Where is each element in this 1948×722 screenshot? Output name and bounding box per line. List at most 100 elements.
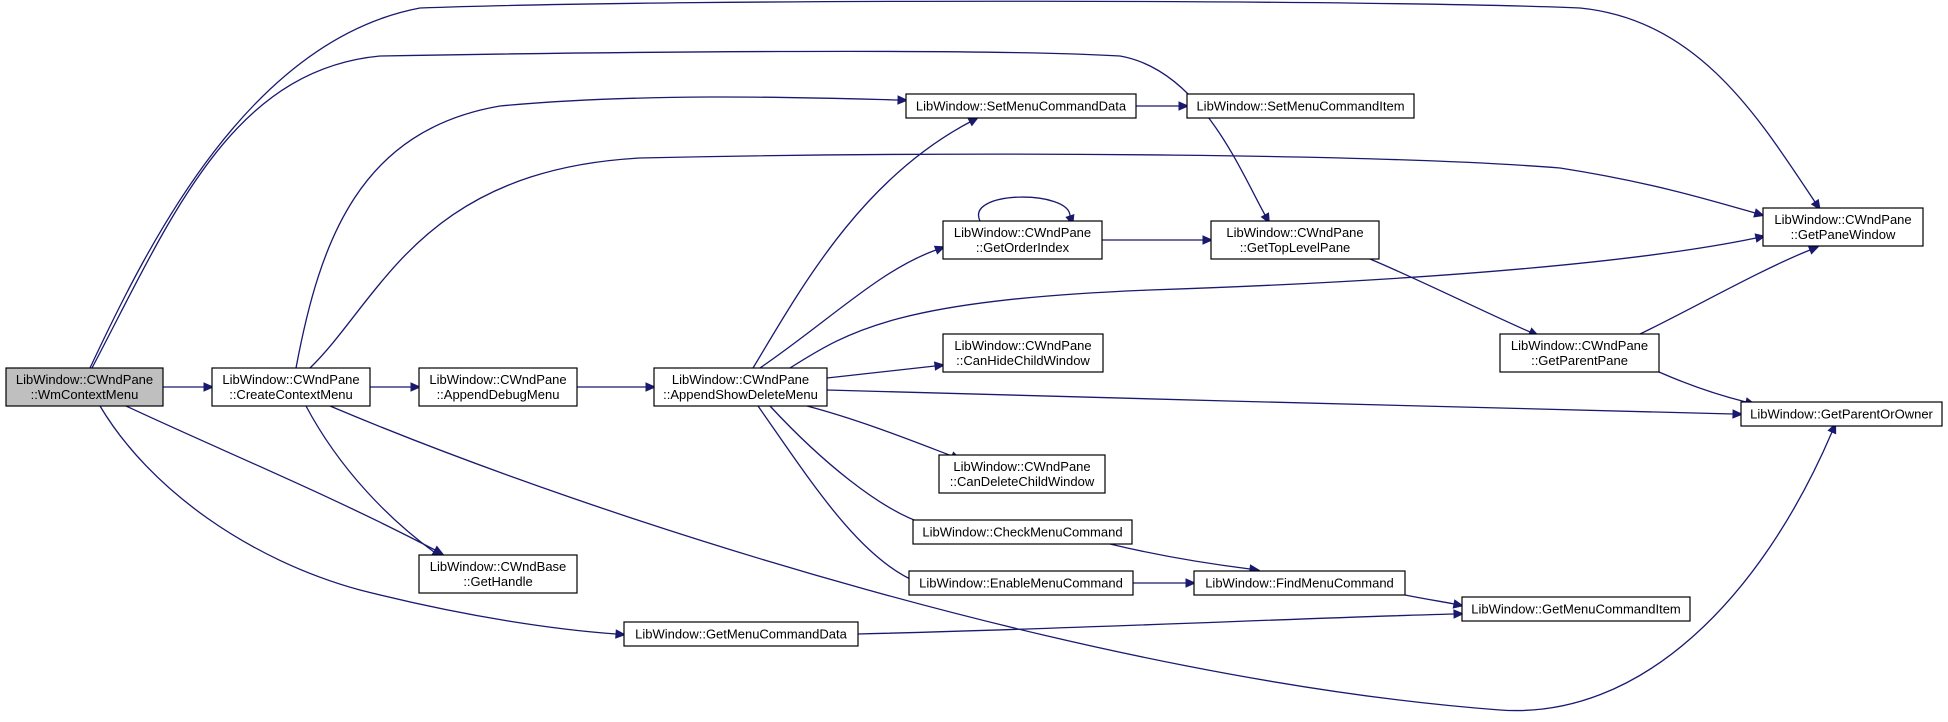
node-box bbox=[1762, 207, 1924, 247]
edge-n1-n17 bbox=[305, 405, 435, 553]
edge-n9-n10 bbox=[1658, 371, 1747, 403]
node-box bbox=[942, 220, 1103, 260]
edge-n1-n8 bbox=[309, 153, 1756, 369]
graph-node-n11[interactable]: LibWindow::CWndPane::CanHideChildWindow bbox=[942, 333, 1104, 373]
edge-n0-n17 bbox=[125, 405, 436, 551]
node-label-line: LibWindow::GetMenuCommandData bbox=[635, 627, 847, 642]
node-label-line: LibWindow::CWndPane bbox=[1511, 338, 1648, 353]
edge-n3-n14 bbox=[757, 405, 920, 584]
node-label-line: LibWindow::CWndPane bbox=[954, 338, 1091, 353]
graph-node-n8[interactable]: LibWindow::CWndPane::GetPaneWindow bbox=[1762, 207, 1924, 247]
node-box bbox=[908, 570, 1134, 596]
arrowhead-n1-n8 bbox=[1753, 208, 1765, 218]
graph-node-n6[interactable]: LibWindow::CWndPane::GetOrderIndex bbox=[942, 220, 1103, 260]
arrowhead-n2-n3 bbox=[645, 382, 657, 392]
arrowhead-n0-n18 bbox=[615, 629, 627, 639]
edge-n3-n6 bbox=[759, 249, 937, 369]
graph-node-n13[interactable]: LibWindow::CheckMenuCommand bbox=[912, 519, 1133, 545]
edge-n1-n4 bbox=[295, 96, 899, 369]
arrowhead-n1-n2 bbox=[410, 382, 422, 392]
arrowhead-n1-n4 bbox=[897, 95, 909, 105]
graph-node-n0[interactable]: LibWindow::CWndPane::WmContextMenu bbox=[5, 367, 164, 407]
node-label-line: LibWindow::CWndPane bbox=[429, 372, 566, 387]
node-box bbox=[942, 333, 1104, 373]
arrowhead-n4-n5 bbox=[1178, 101, 1190, 111]
node-label-line: LibWindow::CWndPane bbox=[222, 372, 359, 387]
arrowhead-n15-n16 bbox=[1452, 599, 1465, 609]
edge-n3-n4 bbox=[752, 121, 971, 369]
arrowhead-n0-n8 bbox=[1810, 198, 1821, 211]
graph-node-n7[interactable]: LibWindow::CWndPane::GetTopLevelPane bbox=[1210, 220, 1380, 260]
edge-n9-n8 bbox=[1639, 249, 1811, 335]
node-label-line: ::AppendDebugMenu bbox=[437, 387, 560, 402]
arrowhead-n9-n8 bbox=[1807, 245, 1820, 255]
graph-node-n9[interactable]: LibWindow::CWndPane::GetParentPane bbox=[1499, 333, 1660, 373]
edge-n3-n13 bbox=[769, 405, 926, 525]
node-box bbox=[905, 93, 1137, 119]
node-label-line: LibWindow::CWndPane bbox=[16, 372, 153, 387]
graph-node-n16[interactable]: LibWindow::GetMenuCommandItem bbox=[1461, 596, 1691, 622]
node-label-line: LibWindow::SetMenuCommandItem bbox=[1196, 99, 1404, 114]
node-label-line: ::WmContextMenu bbox=[31, 387, 139, 402]
node-box bbox=[1740, 401, 1943, 427]
graph-node-n3[interactable]: LibWindow::CWndPane::AppendShowDeleteMen… bbox=[653, 367, 828, 407]
arrowhead-n3-n4 bbox=[967, 117, 980, 127]
node-label-line: LibWindow::EnableMenuCommand bbox=[919, 576, 1123, 591]
node-label-line: ::GetPaneWindow bbox=[1791, 227, 1896, 242]
edge-n3-n11 bbox=[826, 365, 936, 379]
edge-n0-n7 bbox=[91, 50, 1266, 369]
node-label-line: LibWindow::SetMenuCommandData bbox=[916, 99, 1127, 114]
node-label-line: ::GetHandle bbox=[463, 574, 532, 589]
node-label-line: LibWindow::CheckMenuCommand bbox=[922, 525, 1122, 540]
node-box bbox=[418, 367, 578, 407]
edge-n1-n10 bbox=[329, 405, 1833, 712]
graph-node-n15[interactable]: LibWindow::FindMenuCommand bbox=[1193, 570, 1406, 596]
node-box bbox=[211, 367, 371, 407]
graph-node-n2[interactable]: LibWindow::CWndPane::AppendDebugMenu bbox=[418, 367, 578, 407]
arrowhead-n3-n6 bbox=[933, 245, 946, 255]
node-label-line: LibWindow::GetParentOrOwner bbox=[1750, 407, 1933, 422]
graph-node-n1[interactable]: LibWindow::CWndPane::CreateContextMenu bbox=[211, 367, 371, 407]
node-label-line: LibWindow::CWndPane bbox=[1774, 212, 1911, 227]
node-label-line: ::GetOrderIndex bbox=[976, 240, 1070, 255]
node-label-line: ::GetTopLevelPane bbox=[1240, 240, 1351, 255]
edge-n3-n8 bbox=[789, 237, 1757, 369]
node-box bbox=[623, 621, 859, 647]
node-label-line: ::CanHideChildWindow bbox=[956, 353, 1090, 368]
graph-node-n10[interactable]: LibWindow::GetParentOrOwner bbox=[1740, 401, 1943, 427]
node-box bbox=[1193, 570, 1406, 596]
node-label-line: ::CreateContextMenu bbox=[229, 387, 353, 402]
graph-node-n18[interactable]: LibWindow::GetMenuCommandData bbox=[623, 621, 859, 647]
arrowhead-n0-n1 bbox=[203, 382, 215, 392]
edge-n3-n12 bbox=[806, 405, 953, 457]
graph-node-n5[interactable]: LibWindow::SetMenuCommandItem bbox=[1186, 93, 1415, 119]
node-box bbox=[1499, 333, 1660, 373]
edge-n13-n15 bbox=[1109, 543, 1251, 570]
node-label-line: LibWindow::CWndPane bbox=[953, 459, 1090, 474]
node-label-line: LibWindow::CWndPane bbox=[1226, 225, 1363, 240]
node-label-line: ::AppendShowDeleteMenu bbox=[663, 387, 818, 402]
edge-n15-n16 bbox=[1404, 594, 1455, 605]
edge-n6-n6 bbox=[977, 196, 1071, 222]
arrowhead-n3-n10 bbox=[1732, 409, 1744, 419]
node-label-line: LibWindow::CWndPane bbox=[672, 372, 809, 387]
edge-n0-n8 bbox=[89, 0, 1816, 369]
edge-n7-n9 bbox=[1369, 258, 1531, 333]
graph-node-n17[interactable]: LibWindow::CWndBase::GetHandle bbox=[418, 554, 578, 594]
node-box bbox=[938, 454, 1106, 494]
node-box bbox=[1461, 596, 1691, 622]
node-label-line: LibWindow::GetMenuCommandItem bbox=[1471, 602, 1681, 617]
arrowhead-n3-n11 bbox=[933, 361, 946, 371]
node-layer: LibWindow::CWndPane::WmContextMenuLibWin… bbox=[5, 93, 1943, 647]
graph-node-n14[interactable]: LibWindow::EnableMenuCommand bbox=[908, 570, 1134, 596]
edge-n0-n18 bbox=[99, 405, 617, 635]
arrowhead-n18-n16 bbox=[1453, 609, 1465, 619]
graph-node-n4[interactable]: LibWindow::SetMenuCommandData bbox=[905, 93, 1137, 119]
graph-node-n12[interactable]: LibWindow::CWndPane::CanDeleteChildWindo… bbox=[938, 454, 1106, 494]
node-box bbox=[912, 519, 1133, 545]
node-label-line: ::GetParentPane bbox=[1531, 353, 1628, 368]
node-box bbox=[418, 554, 578, 594]
node-box bbox=[1186, 93, 1415, 119]
node-label-line: LibWindow::FindMenuCommand bbox=[1205, 576, 1394, 591]
